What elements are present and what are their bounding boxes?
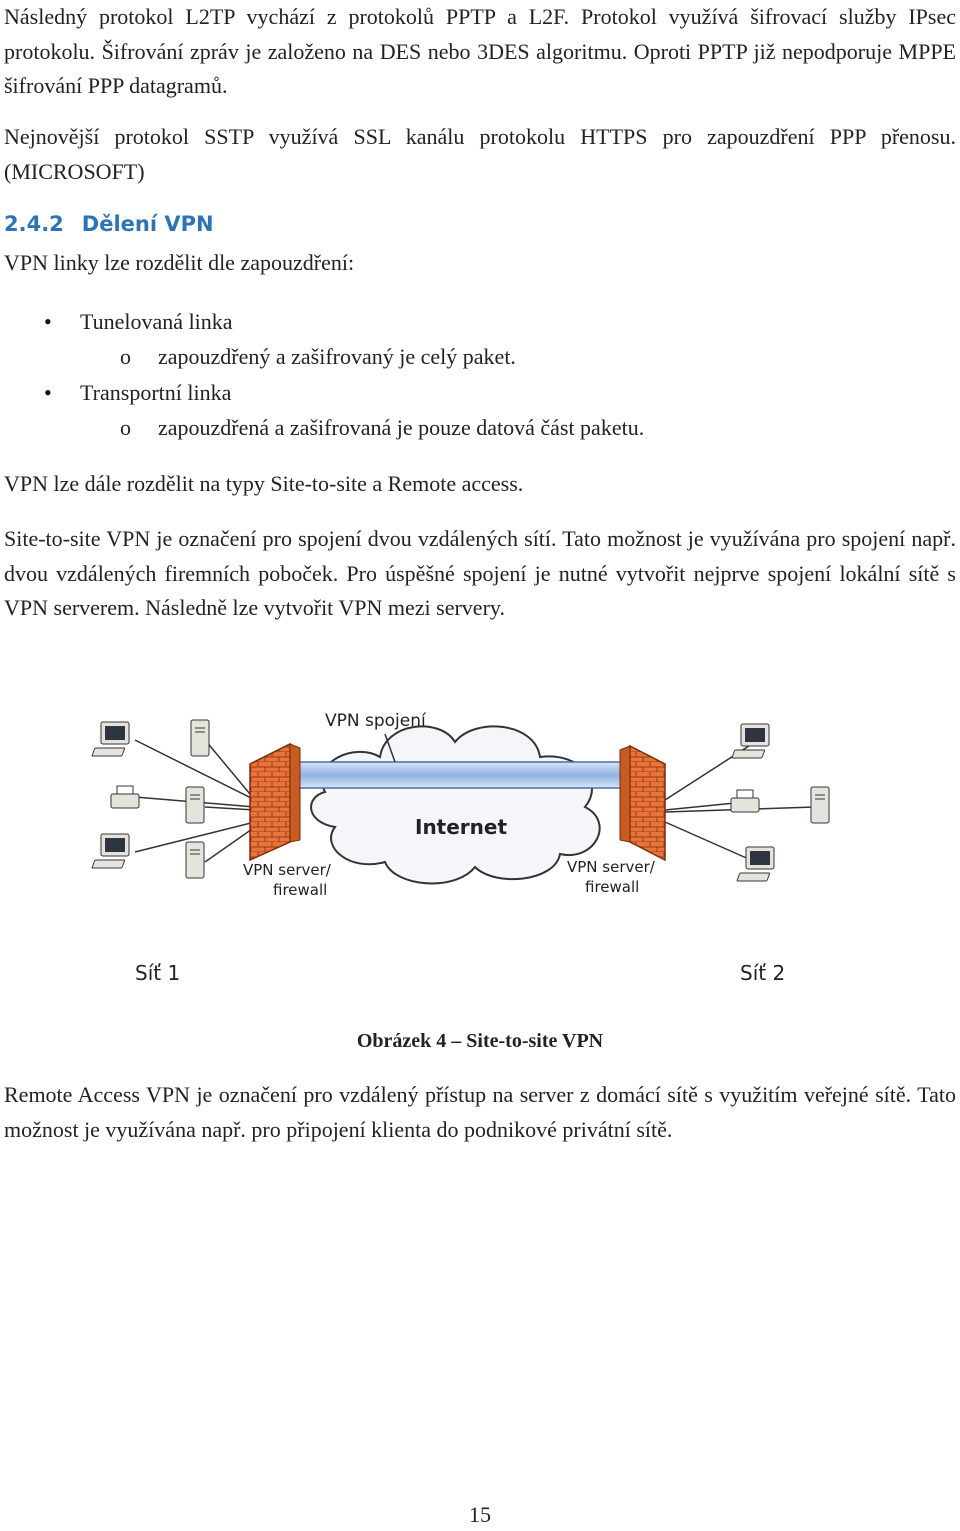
internet-cloud xyxy=(310,725,601,885)
bullet-label: Transportní linka xyxy=(80,380,232,405)
network-2-label: Síť 2 xyxy=(740,961,785,985)
vpn-connection-label: VPN spojení xyxy=(325,711,427,731)
paragraph-remote-access: Remote Access VPN je označení pro vzdále… xyxy=(4,1082,956,1142)
paragraph-l2tp: Následný protokol L2TP vychází z protoko… xyxy=(4,4,956,98)
section-title: Dělení VPN xyxy=(81,212,214,236)
computer-icon xyxy=(731,723,770,759)
network-1-label: Síť 1 xyxy=(135,961,180,985)
bullet-list: Tunelovaná linka zapouzdřený a zašifrova… xyxy=(4,304,644,446)
printer-icon xyxy=(110,785,140,809)
firewall-right xyxy=(619,744,666,862)
printer-icon xyxy=(730,789,760,813)
sub-list: zapouzdřený a zašifrovaný je celý paket. xyxy=(80,339,644,375)
sub-list: zapouzdřená a zašifrovaná je pouze datov… xyxy=(80,410,644,446)
vpn-server-left-line2: firewall xyxy=(273,881,327,899)
paragraph-encapsulation: VPN linky lze rozdělit dle zapouzdření: xyxy=(4,250,355,275)
sub-list-item: zapouzdřený a zašifrovaný je celý paket. xyxy=(80,339,644,375)
figure-caption: Obrázek 4 – Site-to-site VPN xyxy=(356,1030,604,1052)
paragraph-sstp: Nejnovější protokol SSTP využívá SSL kan… xyxy=(4,124,956,184)
server-icon xyxy=(190,719,210,757)
section-heading: 2.4.2 Dělení VPN xyxy=(4,212,214,236)
computer-icon xyxy=(91,833,130,869)
server-icon xyxy=(810,786,830,824)
vpn-server-left-line1: VPN server/ xyxy=(243,861,332,879)
paragraph-types: VPN lze dále rozdělit na typy Site-to-si… xyxy=(4,471,524,496)
page-number: 15 xyxy=(469,1502,491,1527)
server-icon xyxy=(185,786,205,824)
server-icon xyxy=(185,841,205,879)
bullet-label: Tunelovaná linka xyxy=(80,309,233,334)
firewall-left xyxy=(249,742,301,862)
site-to-site-vpn-diagram: VPN spojení Internet VPN server/ firewal… xyxy=(91,711,830,985)
internet-label: Internet xyxy=(415,815,507,839)
sub-list-item: zapouzdřená a zašifrovaná je pouze datov… xyxy=(80,410,644,446)
vpn-server-right-line2: firewall xyxy=(585,878,639,896)
list-item: Transportní linka zapouzdřená a zašifrov… xyxy=(4,375,644,446)
computer-icon xyxy=(736,846,775,882)
vpn-server-right-line1: VPN server/ xyxy=(567,858,656,876)
vpn-label-pointer xyxy=(384,733,396,763)
paragraph-site-to-site: Site-to-site VPN je označení pro spojení… xyxy=(4,526,956,620)
computer-icon xyxy=(91,721,130,757)
vpn-tunnel xyxy=(279,761,647,789)
section-number: 2.4.2 xyxy=(4,212,64,236)
list-item: Tunelovaná linka zapouzdřený a zašifrova… xyxy=(4,304,644,375)
